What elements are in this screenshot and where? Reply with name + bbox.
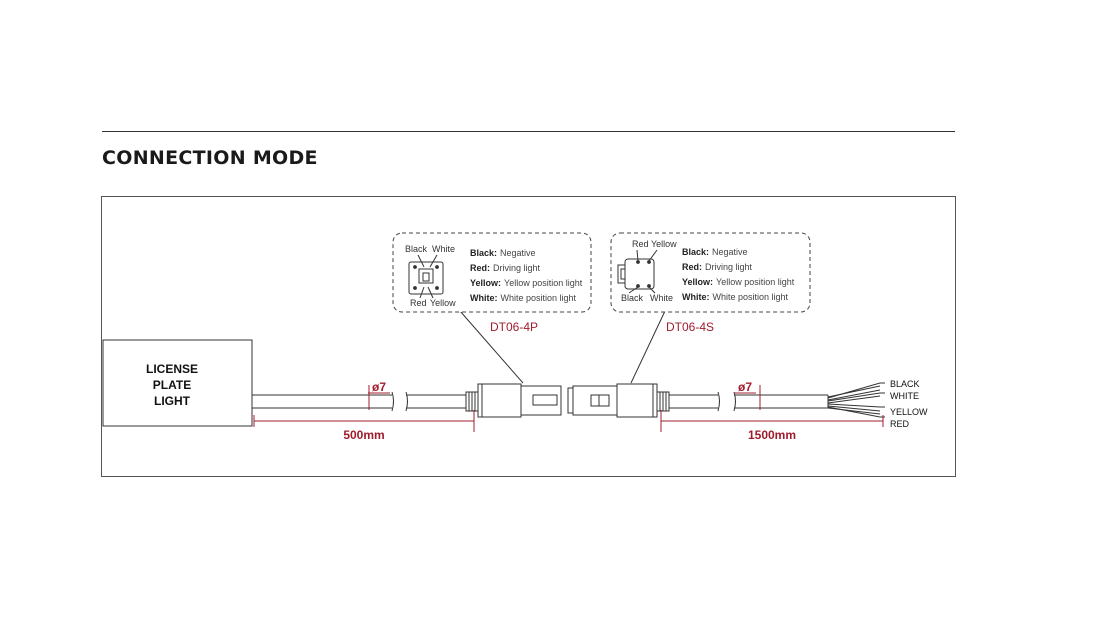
length-right-label: 1500mm: [748, 428, 796, 442]
socket-pin-top-left: Red: [632, 239, 649, 249]
device-label-line-2: PLATE: [153, 378, 191, 392]
socket-connector: [567, 383, 658, 418]
socket-pin-bottom-right: White: [650, 293, 673, 303]
leader-plug: [459, 310, 524, 384]
plug-pin-bottom-right: Yellow: [430, 298, 456, 308]
plug-legend-row-1: Black:Negative: [470, 248, 536, 258]
wire-label-white: WHITE: [890, 391, 919, 401]
dimension-500mm: [253, 410, 475, 432]
plug-legend-row-3: Yellow:Yellow position light: [470, 278, 583, 288]
plug-pin-top-right: White: [432, 244, 455, 254]
plug-pinout-icon: [408, 254, 444, 299]
top-divider: [102, 131, 955, 132]
plug-part-number: DT06-4P: [490, 320, 538, 334]
socket-pinout-icon: [617, 249, 658, 294]
socket-legend-row-4: White:White position light: [682, 292, 789, 302]
plug-pin-bottom-left: Red: [410, 298, 427, 308]
socket-part-number: DT06-4S: [666, 320, 714, 334]
plug-pinout-callout: Black White Red Yellow Black:Negative Re…: [392, 232, 592, 313]
diagram-frame: LICENSE PLATE LIGHT: [101, 196, 956, 477]
wiring-diagram: LICENSE PLATE LIGHT: [102, 232, 928, 442]
wire-label-black: BLACK: [890, 379, 920, 389]
wire-fanout: [827, 382, 885, 418]
license-plate-light-box: LICENSE PLATE LIGHT: [102, 339, 253, 427]
socket-pinout-callout: Red Yellow Black White Black:Negative Re…: [610, 232, 811, 313]
device-label-line-3: LIGHT: [154, 394, 191, 408]
plug-legend-row-4: White:White position light: [470, 293, 577, 303]
socket-legend-row-1: Black:Negative: [682, 247, 748, 257]
socket-legend-row-3: Yellow:Yellow position light: [682, 277, 795, 287]
cable-left: [252, 391, 467, 412]
diameter-callout-right: ø7: [734, 380, 761, 410]
plug-legend-row-2: Red:Driving light: [470, 263, 541, 273]
dimension-1500mm: [660, 410, 884, 432]
diameter-left-label: ø7: [372, 380, 386, 394]
cable-right: [669, 391, 829, 412]
wire-label-red: RED: [890, 419, 910, 429]
length-left-label: 500mm: [343, 428, 384, 442]
socket-pin-bottom-left: Black: [621, 293, 644, 303]
plug-connector: [477, 383, 562, 418]
diameter-right-label: ø7: [738, 380, 752, 394]
plug-pin-top-left: Black: [405, 244, 428, 254]
diameter-callout-left: ø7: [368, 380, 390, 410]
leader-socket: [630, 310, 666, 384]
wire-label-yellow: YELLOW: [890, 407, 928, 417]
strain-relief-right: [656, 391, 670, 412]
socket-legend-row-2: Red:Driving light: [682, 262, 753, 272]
section-heading: CONNECTION MODE: [102, 147, 318, 169]
device-label-line-1: LICENSE: [146, 362, 198, 376]
strain-relief-left: [465, 391, 479, 412]
socket-pin-top-right: Yellow: [651, 239, 677, 249]
